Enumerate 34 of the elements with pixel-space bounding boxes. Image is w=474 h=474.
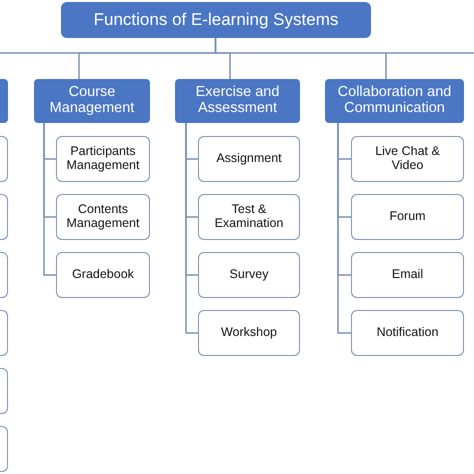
- category-box: [34, 79, 150, 123]
- label-text: Course Management: [48, 85, 136, 117]
- label-text: Participants Management: [66, 145, 140, 173]
- category-box: [175, 79, 300, 123]
- function-box: [198, 194, 300, 240]
- function-box: [351, 252, 464, 298]
- label-text: Assignment: [215, 152, 283, 166]
- label-text: Notification: [376, 326, 440, 340]
- label-text: Survey: [228, 268, 270, 282]
- connector-line: [43, 123, 56, 276]
- function-box: [198, 136, 300, 182]
- function-box: [56, 252, 150, 298]
- connector-line: [214, 38, 474, 79]
- label-text: Gradebook: [71, 268, 135, 282]
- function-box: [198, 310, 300, 356]
- function-box: [198, 252, 300, 298]
- function-box: [351, 136, 464, 182]
- label-text: Email: [390, 268, 424, 282]
- function-box: [351, 310, 464, 356]
- label-text: Contents Management: [66, 203, 140, 231]
- label-text: Test & Examination: [214, 203, 284, 231]
- label-text: Live Chat & Video: [374, 145, 441, 173]
- connector-line: [185, 123, 198, 334]
- label-text: Collaboration and Communication: [336, 85, 452, 117]
- connector-line: [337, 123, 351, 334]
- label-text: Workshop: [220, 326, 278, 340]
- function-box: [351, 194, 464, 240]
- title-box: [61, 2, 371, 38]
- title-text: Functions of E-learning Systems: [92, 10, 340, 30]
- label-text: Forum: [388, 210, 427, 224]
- category-box: [325, 79, 464, 123]
- function-box: [56, 136, 150, 182]
- function-box: [56, 194, 150, 240]
- label-text: Exercise and Assessment: [194, 85, 280, 117]
